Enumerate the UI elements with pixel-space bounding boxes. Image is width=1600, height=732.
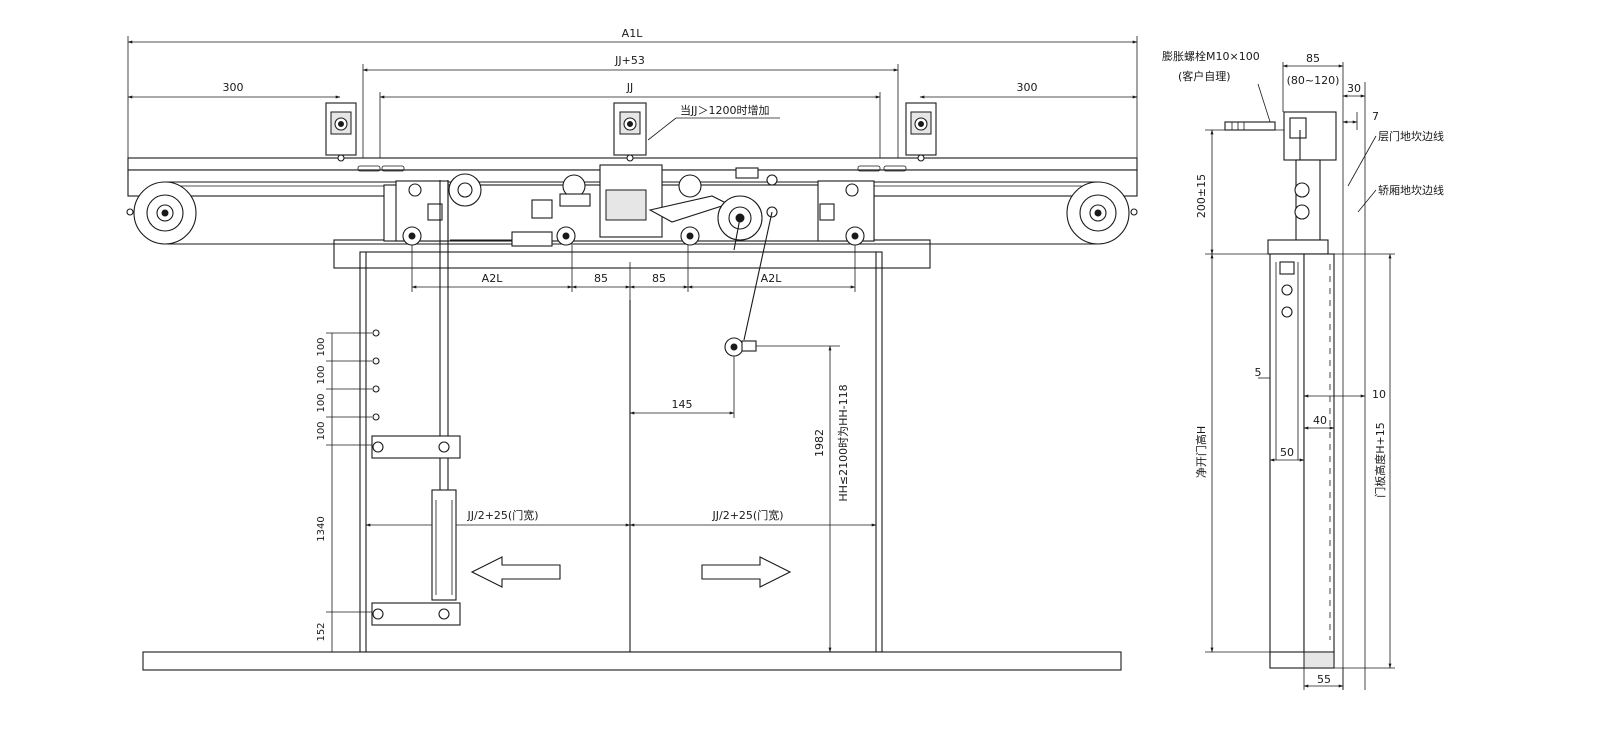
bracket-right (905, 102, 937, 162)
dim-40: 40 (1313, 414, 1327, 427)
dim-7: 7 (1372, 110, 1379, 123)
note-car-sill: 轿厢地坎边线 (1378, 183, 1444, 197)
dim-left-panel: JJ/2+25(门宽) (467, 508, 539, 522)
end-pulleys (126, 181, 1138, 245)
dim-right-panel: JJ/2+25(门宽) (712, 508, 784, 522)
dim-145: 145 (672, 398, 693, 411)
cable-pulley: 145 (629, 211, 840, 418)
bracket-center (613, 102, 647, 162)
mounting-brackets: 当JJ＞1200时增加 (325, 102, 937, 172)
height-dimension: HH≤2100时为HH-118 1982 (813, 345, 850, 653)
panel-width-dimensions: JJ/2+25(门宽) JJ/2+25(门宽) (365, 508, 877, 527)
opening-arrows (470, 556, 792, 588)
dim-1340: 1340 (316, 516, 327, 541)
dim-55: 55 (1317, 673, 1331, 686)
dim-300-right: 300 (1017, 81, 1038, 94)
dim-jj-53: JJ+53 (614, 54, 645, 67)
dim-100-d: 100 (316, 421, 327, 440)
dim-85-right: 85 (652, 272, 666, 285)
dim-clear-height: 净开门高H (1194, 426, 1208, 478)
side-view: 85 (80~120) 30 7 膨胀螺栓M10×100 (客户自理) 层门地坎… (1162, 49, 1444, 690)
dim-100-a: 100 (316, 337, 327, 356)
dim-a2l-left: A2L (482, 272, 504, 285)
dim-1982: 1982 (813, 429, 826, 457)
dim-300-left: 300 (223, 81, 244, 94)
door-panels (142, 251, 1122, 671)
top-dimensions: A1L JJ+53 JJ 300 300 (127, 27, 1138, 160)
dim-100-c: 100 (316, 393, 327, 412)
note-landing-sill: 层门地坎边线 (1378, 129, 1444, 143)
arrow-right-icon (701, 556, 792, 588)
travel-dimensions: A2L 85 85 A2L (411, 245, 856, 300)
dim-a1l: A1L (622, 27, 644, 40)
note-center-bracket: 当JJ＞1200时增加 (680, 103, 769, 117)
front-view: A1L JJ+53 JJ 300 300 (126, 27, 1138, 671)
note-bolt: 膨胀螺栓M10×100 (1162, 49, 1260, 63)
bracket-left (325, 102, 357, 162)
dim-80-120: (80~120) (1287, 74, 1340, 87)
dim-hh-118: HH≤2100时为HH-118 (837, 384, 850, 501)
dim-50: 50 (1280, 446, 1294, 459)
dim-panel-height: 门板高度H+15 (1373, 422, 1387, 498)
door-hangers (395, 164, 875, 247)
dim-152: 152 (316, 622, 327, 641)
dim-200: 200±15 (1195, 174, 1208, 218)
dim-85-side: 85 (1306, 52, 1320, 65)
left-spacing-dims: 100 100 100 100 1340 152 (316, 332, 372, 653)
side-strut (371, 180, 461, 626)
dim-100-b: 100 (316, 365, 327, 384)
dim-a2l-right: A2L (761, 272, 783, 285)
dim-10: 10 (1372, 388, 1386, 401)
dim-5: 5 (1255, 366, 1262, 379)
dim-85-left: 85 (594, 272, 608, 285)
dim-jj: JJ (626, 81, 634, 94)
arrow-left-icon (470, 556, 561, 588)
note-bolt-sub: (客户自理) (1178, 69, 1231, 83)
dim-30: 30 (1347, 82, 1361, 95)
